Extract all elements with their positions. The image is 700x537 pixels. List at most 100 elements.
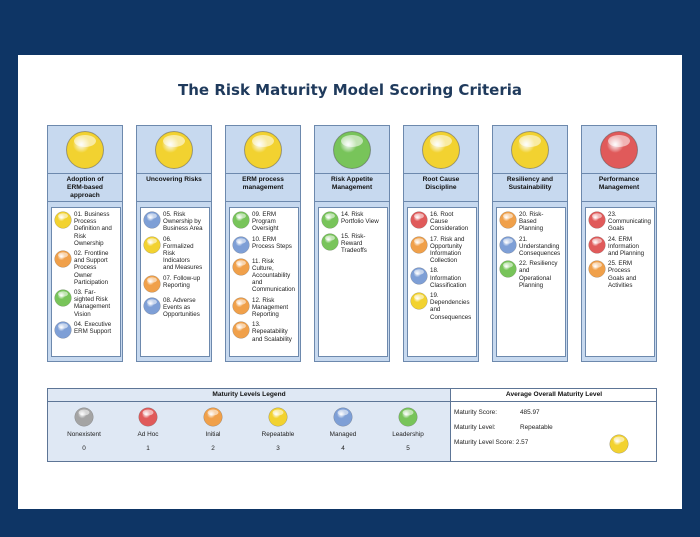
criteria-column: Resiliency and Sustainability 20. Risk- B… bbox=[492, 125, 568, 362]
criterion-level-ball-icon bbox=[588, 260, 606, 278]
column-level-ball-icon bbox=[600, 131, 638, 169]
column-level-ball-icon bbox=[333, 131, 371, 169]
legend-level-number: 2 bbox=[211, 445, 215, 452]
legend-panel: Maturity Levels Legend Nonexistent 0 Ad Ho… bbox=[47, 388, 657, 462]
column-level-ball-icon bbox=[244, 131, 282, 169]
legend-level-ball-icon bbox=[138, 407, 158, 427]
legend-level-number: 0 bbox=[82, 445, 86, 452]
column-header bbox=[404, 126, 478, 174]
maturity-score-row: Maturity Score: 485.97 bbox=[454, 409, 540, 416]
legend-level-ball-icon bbox=[333, 407, 353, 427]
criterion-label: 16. Root Cause Consideration bbox=[430, 211, 469, 233]
criterion-level-ball-icon bbox=[410, 236, 428, 254]
column-title: Uncovering Risks bbox=[137, 174, 211, 202]
criterion-level-ball-icon bbox=[54, 211, 72, 229]
legend-level-name: Initial bbox=[205, 431, 221, 438]
scoring-page: The Risk Maturity Model Scoring Criteria… bbox=[18, 55, 682, 509]
legend-level-ball-icon bbox=[268, 407, 288, 427]
criterion-label: 05. Risk Ownership by Business Area bbox=[163, 211, 203, 233]
criterion-level-ball-icon bbox=[410, 267, 428, 285]
criterion-label: 02. Frontline and Support Process Owner … bbox=[74, 250, 109, 286]
criterion-label: 17. Risk and Opportunity Information Col… bbox=[430, 235, 465, 265]
criterion-label: 18. Information Classification bbox=[430, 267, 467, 289]
criterion-label: 19. Dependencies and Consequences bbox=[430, 292, 472, 321]
maturity-score-label: Maturity Score: bbox=[454, 409, 497, 416]
criterion-label: 04. Executive ERM Support bbox=[74, 320, 112, 335]
criterion-label: 12. Risk Management Reporting bbox=[252, 296, 289, 318]
criterion-label: 24. ERM Information and Planning bbox=[608, 235, 645, 257]
criterion-label: 03. Far- sighted Risk Management Vision bbox=[74, 289, 111, 318]
column-title: Performance Management bbox=[582, 174, 656, 202]
legend-level-ball-icon bbox=[74, 407, 94, 427]
legend-level: Nonexistent 0 bbox=[54, 407, 114, 452]
column-title: Resiliency and Sustainability bbox=[493, 174, 567, 202]
criterion-level-ball-icon bbox=[232, 211, 250, 229]
column-header bbox=[137, 126, 211, 174]
criterion-level-ball-icon bbox=[54, 321, 72, 339]
column-header bbox=[315, 126, 389, 174]
legend-level-name: Nonexistent bbox=[67, 431, 101, 438]
criterion-level-ball-icon bbox=[232, 297, 250, 315]
criteria-column: Uncovering Risks 05. Risk Ownership by Bu… bbox=[136, 125, 212, 362]
criterion-label: 11. Risk Culture, Accountability and Com… bbox=[252, 257, 295, 294]
maturity-levels-legend: Maturity Levels Legend Nonexistent 0 Ad Ho… bbox=[48, 389, 450, 461]
criterion-level-ball-icon bbox=[54, 250, 72, 268]
summary-title: Average Overall Maturity Level bbox=[451, 389, 657, 402]
criterion-level-ball-icon bbox=[143, 275, 161, 293]
column-header bbox=[226, 126, 300, 174]
overall-level-ball-icon bbox=[609, 434, 629, 454]
criterion-level-ball-icon bbox=[321, 211, 339, 229]
criterion-label: 23. Communicating Goals bbox=[608, 211, 651, 233]
column-items: 01. Business Process Definition and Risk… bbox=[51, 207, 121, 357]
criterion-label: 21. Understanding Consequences bbox=[519, 235, 561, 257]
legend-level-number: 5 bbox=[406, 445, 410, 452]
criterion-label: 10. ERM Process Steps bbox=[252, 235, 292, 250]
average-maturity-panel: Average Overall Maturity Level Maturity … bbox=[450, 389, 657, 461]
column-level-ball-icon bbox=[155, 131, 193, 169]
criterion-label: 15. Risk- Reward Tradeoffs bbox=[341, 233, 367, 255]
legend-title: Maturity Levels Legend bbox=[48, 389, 450, 402]
column-header bbox=[493, 126, 567, 174]
legend-level-name: Repeatable bbox=[261, 431, 295, 438]
criterion-level-ball-icon bbox=[143, 211, 161, 229]
column-header bbox=[48, 126, 122, 174]
criterion-level-ball-icon bbox=[588, 236, 606, 254]
column-title: Risk Appetite Management bbox=[315, 174, 389, 202]
criterion-label: 07. Follow-up Reporting bbox=[163, 274, 201, 289]
criterion-label: 01. Business Process Definition and Risk… bbox=[74, 211, 112, 247]
criterion-label: 25. ERM Process Goals and Activities bbox=[608, 260, 637, 289]
maturity-score-value: 485.97 bbox=[520, 409, 540, 416]
criteria-column: Performance Management 23. Communicating … bbox=[581, 125, 657, 362]
column-header bbox=[582, 126, 656, 174]
column-level-ball-icon bbox=[511, 131, 549, 169]
criterion-level-ball-icon bbox=[54, 289, 72, 307]
criteria-column: ERM process management 09. ERM Program Ov… bbox=[225, 125, 301, 362]
column-title: ERM process management bbox=[226, 174, 300, 202]
criterion-level-ball-icon bbox=[410, 211, 428, 229]
legend-level-ball-icon bbox=[398, 407, 418, 427]
page-title: The Risk Maturity Model Scoring Criteria bbox=[178, 81, 522, 99]
maturity-level-score-label: Maturity Level Score: bbox=[454, 439, 515, 446]
legend-level: Leadership 5 bbox=[378, 407, 438, 452]
legend-level-name: Ad Hoc bbox=[137, 431, 159, 438]
criterion-level-ball-icon bbox=[232, 236, 250, 254]
criterion-label: 08. Adverse Events as Opportunities bbox=[163, 296, 200, 318]
legend-level-number: 3 bbox=[276, 445, 280, 452]
criterion-level-ball-icon bbox=[232, 321, 250, 339]
criterion-level-ball-icon bbox=[232, 258, 250, 276]
legend-level: Initial 2 bbox=[183, 407, 243, 452]
criterion-level-ball-icon bbox=[588, 211, 606, 229]
maturity-level-value: Repeatable bbox=[520, 424, 553, 431]
criterion-label: 20. Risk- Based Planning bbox=[519, 211, 544, 233]
legend-level-name: Leadership bbox=[392, 431, 424, 438]
criterion-level-ball-icon bbox=[499, 236, 517, 254]
legend-level-ball-icon bbox=[203, 407, 223, 427]
criterion-level-ball-icon bbox=[143, 297, 161, 315]
